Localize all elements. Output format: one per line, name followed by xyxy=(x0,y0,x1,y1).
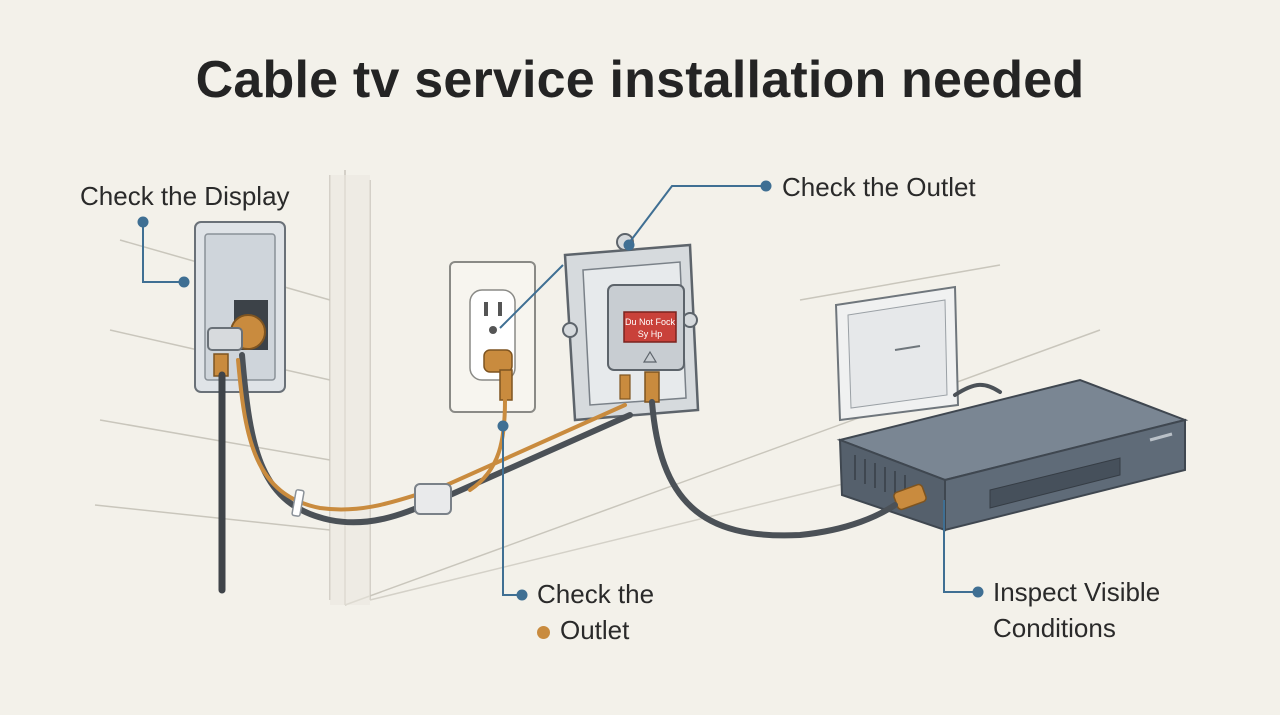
input-connector-icon xyxy=(893,483,927,511)
cable-box xyxy=(836,378,1189,532)
junction-box: Du Not Fock Sy Hp xyxy=(562,233,700,422)
callout-inspect-dot-icon xyxy=(972,586,984,598)
callout-outlet-bottom-dot-icon xyxy=(516,589,528,601)
warning-sticker xyxy=(623,311,677,343)
callout-display-end-dot-icon xyxy=(178,276,190,288)
callout-junction-dot-icon xyxy=(623,239,635,251)
callout-outlet-top-line xyxy=(628,185,765,244)
callout-outlet-top-dot-icon xyxy=(760,180,772,192)
cable-clip-icon xyxy=(414,483,452,515)
sticker-line-2: Sy Hp xyxy=(638,329,663,339)
wall-plate xyxy=(194,221,286,393)
callout-outlet-bottom-line xyxy=(502,426,521,596)
power-outlet xyxy=(449,261,536,413)
callout-outlet-bottom-start-dot-icon xyxy=(497,420,509,432)
wall-panel xyxy=(834,285,960,422)
label-check-outlet-top: Check the Outlet xyxy=(782,172,976,202)
label-outlet-word: Outlet xyxy=(560,615,630,645)
diagram-title: Cable tv service installation needed xyxy=(195,51,1085,109)
warning-triangle-icon xyxy=(642,350,658,363)
label-check-display: Check the Display xyxy=(80,181,290,211)
sticker-line-1: Du Not Fock xyxy=(625,317,676,327)
coax-adapter-icon xyxy=(483,349,513,373)
copper-dot-icon xyxy=(537,625,550,639)
callout-lines xyxy=(142,185,976,596)
callout-display-line xyxy=(142,222,184,283)
callout-display-dot-icon xyxy=(137,216,149,228)
callout-inspect-line xyxy=(943,500,976,593)
callout-outlet-top-branch xyxy=(499,264,564,329)
label-check-outlet-bottom-line2: Outlet xyxy=(537,612,629,648)
label-inspect-line2: Conditions xyxy=(993,613,1116,643)
callout-dots xyxy=(137,180,984,601)
label-inspect-line1: Inspect Visible xyxy=(993,577,1161,607)
label-check-outlet-bottom-line1: Check the xyxy=(537,579,655,609)
wall-corner-shade xyxy=(330,175,370,605)
cables xyxy=(218,352,1002,594)
